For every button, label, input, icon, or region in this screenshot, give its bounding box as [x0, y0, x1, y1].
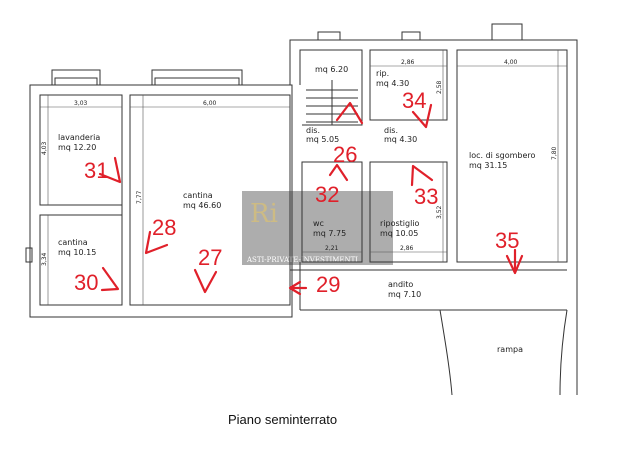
room-name: wc — [313, 219, 324, 228]
room-name: dis. — [384, 126, 398, 135]
room-area: mq 6.20 — [315, 65, 348, 74]
dim-label: 3,03 — [74, 100, 88, 107]
svg-text:Ri: Ri — [250, 199, 278, 229]
arrow-icon — [335, 101, 364, 125]
room-labels: lavanderia mq 12.20 cantina mq 10.15 can… — [58, 65, 535, 354]
room-name: andito — [388, 280, 413, 289]
photo-point-number: 35 — [495, 228, 519, 253]
photo-point-number: 28 — [152, 215, 176, 240]
dim-label: 2,86 — [401, 59, 415, 66]
room-area: mq 7.10 — [388, 290, 421, 299]
dim-label: 2,58 — [436, 80, 443, 94]
plan-caption: Piano seminterrato — [228, 412, 337, 427]
room-name: cantina — [183, 191, 213, 200]
room-area: mq 10.15 — [58, 248, 96, 257]
dim-label: 2,21 — [325, 245, 339, 252]
room-area: mq 12.20 — [58, 143, 96, 152]
dim-label: 3,34 — [41, 252, 48, 266]
room-area: mq 5.05 — [306, 135, 339, 144]
room-area: mq 10.05 — [380, 229, 418, 238]
room-area: mq 7.75 — [313, 229, 346, 238]
room-area: mq 46.60 — [183, 201, 221, 210]
dimension-labels: 3,03 6,00 4,03 3,34 7,77 2,86 2,58 4,00 … — [41, 59, 558, 266]
photo-point-number: 26 — [333, 142, 357, 167]
arrow-icon — [100, 266, 120, 292]
room-area: mq 4.30 — [384, 135, 417, 144]
arrow-icon — [328, 163, 349, 182]
room-name: rampa — [497, 345, 523, 354]
dim-label: 4,03 — [41, 141, 48, 155]
arrow-icon — [144, 230, 169, 255]
room-name: cantina — [58, 238, 88, 247]
room-name: lavanderia — [58, 133, 100, 142]
photo-point-number: 29 — [316, 272, 340, 297]
room-name: dis. — [306, 126, 320, 135]
walls — [25, 23, 578, 396]
photo-point-number: 27 — [198, 245, 222, 270]
photo-point-number: 32 — [315, 182, 339, 207]
photo-point-number: 33 — [414, 184, 438, 209]
room-name: rip. — [376, 69, 389, 78]
dim-label: 7,80 — [551, 146, 558, 160]
arrow-icon — [410, 164, 434, 187]
dimension-lines — [40, 50, 567, 305]
room-area: mq 31.15 — [469, 161, 507, 170]
room-name: loc. di sgombero — [469, 151, 535, 160]
dim-label: 3,52 — [436, 205, 443, 219]
arrow-icon — [193, 268, 218, 294]
arrow-icon — [505, 248, 524, 275]
arrow-icon — [98, 156, 122, 184]
room-name: ripostiglio — [380, 219, 420, 228]
photo-point-number: 30 — [74, 270, 98, 295]
room-area: mq 4.30 — [376, 79, 409, 88]
photo-point-number: 31 — [84, 158, 108, 183]
arrow-icon — [288, 280, 308, 296]
arrow-icon — [411, 103, 433, 129]
photo-points: 26 27 28 29 30 31 32 33 34 35 — [74, 88, 524, 297]
dim-label: 4,00 — [504, 59, 518, 66]
photo-point-number: 34 — [402, 88, 426, 113]
dim-label: 2,86 — [400, 245, 414, 252]
dim-label: 6,00 — [203, 100, 217, 107]
dim-label: 7,77 — [136, 190, 143, 204]
